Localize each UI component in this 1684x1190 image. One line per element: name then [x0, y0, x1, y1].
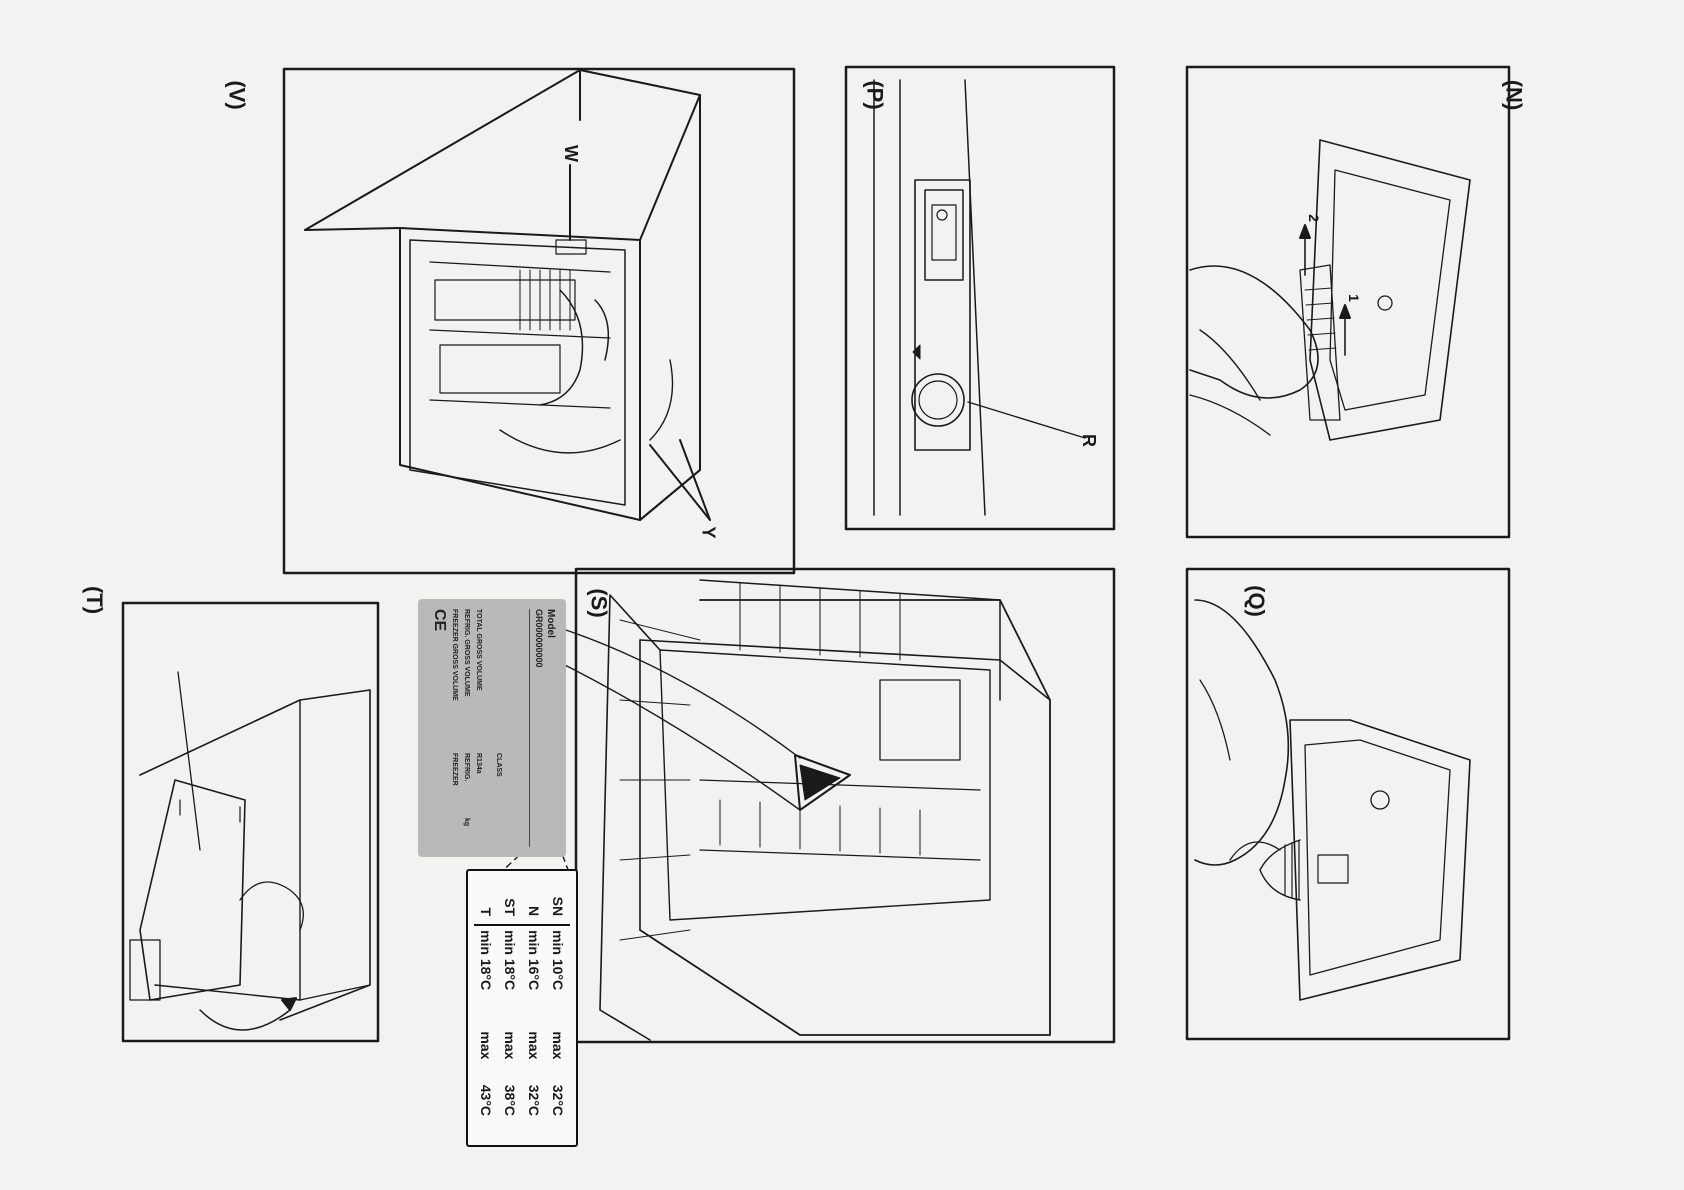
climate-max-label: max — [550, 1031, 566, 1060]
ce-mark: CE — [431, 609, 448, 632]
climate-min: min 16°C — [526, 930, 542, 991]
panel-t-illustration — [121, 601, 380, 1043]
climate-max-value: 43°C — [478, 1084, 494, 1117]
plate-unit: kg — [463, 818, 470, 827]
climate-row: SN min 10°C max 32°C — [546, 877, 570, 1139]
callout-step-1: 1 — [1345, 294, 1362, 302]
callout-step-2: 2 — [1305, 214, 1322, 222]
panel-n-illustration — [1185, 65, 1511, 539]
plate-divider — [529, 609, 530, 847]
climate-max-label: max — [502, 1031, 518, 1060]
plate-class: CLASS — [495, 753, 502, 777]
climate-class: T — [474, 877, 498, 926]
panel-v-illustration — [282, 67, 796, 575]
plate-refrig: REFRIG. — [463, 753, 470, 782]
callout-w: W — [561, 145, 581, 162]
climate-min: min 10°C — [550, 930, 566, 991]
panel-label-t: (T) — [82, 585, 108, 615]
climate-row: ST min 18°C max 38°C — [498, 877, 522, 1139]
plate-net-volume: REFRIG. GROSS VOLUME — [463, 609, 470, 697]
callout-r: R — [1079, 434, 1099, 447]
panel-label-n: (N) — [1501, 79, 1527, 111]
plate-total-volume: TOTAL GROSS VOLUME — [475, 609, 482, 691]
plate-freezer-volume: FREEZER GROSS VOLUME — [451, 609, 458, 701]
panel-label-q: (Q) — [1243, 585, 1269, 617]
climate-max-value: 38°C — [502, 1084, 518, 1117]
climate-min: min 18°C — [502, 930, 518, 991]
climate-class: N — [522, 877, 546, 926]
panel-p-illustration — [844, 65, 1116, 531]
plate-model-code: GR000000000 — [534, 609, 544, 668]
climate-max-label: max — [478, 1031, 494, 1060]
panel-label-v: (V) — [224, 80, 250, 110]
climate-max-label: max — [526, 1031, 542, 1060]
plate-refrigerant: R134a — [475, 753, 482, 774]
panel-q-illustration — [1185, 567, 1511, 1041]
panel-s-illustration — [554, 567, 1116, 1044]
rating-plate: Model GR000000000 TOTAL GROSS VOLUME REF… — [418, 599, 566, 857]
climate-max-value: 32°C — [550, 1084, 566, 1117]
climate-max-value: 32°C — [526, 1084, 542, 1117]
plate-title: Model — [545, 609, 556, 638]
panel-label-p: (P) — [862, 80, 888, 110]
plate-freezer: FREEZER — [451, 753, 458, 786]
climate-min: min 18°C — [478, 930, 494, 991]
panel-label-s: (S) — [586, 588, 612, 618]
climate-class: ST — [498, 877, 522, 926]
callout-y: Y — [698, 526, 719, 539]
climate-class: SN — [546, 877, 570, 926]
